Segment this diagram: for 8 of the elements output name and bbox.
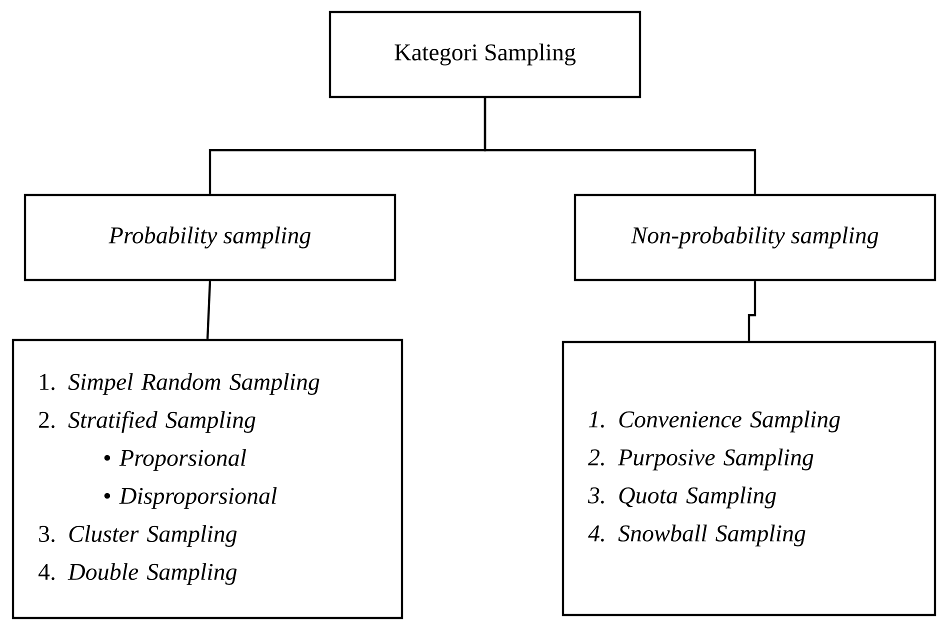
category-box: Kategori Sampling bbox=[328, 10, 642, 98]
list-box: 1. Simpel Random Sampling 2. Stratified Sampling • Proporsional • Disproporsional 3. Cluster Sampling 4. Double Sampling bbox=[12, 338, 404, 620]
list-box: 1. Convenience Sampling 2. Purposive Sampling 3. Quota Sampling 4. Snowball Sampling bbox=[562, 340, 936, 616]
category-box: Probability sampling bbox=[24, 194, 396, 282]
connector-line bbox=[206, 281, 212, 339]
category-box: Non-probability sampling bbox=[574, 194, 936, 282]
connector-line bbox=[484, 98, 756, 194]
connector-line bbox=[748, 281, 756, 341]
